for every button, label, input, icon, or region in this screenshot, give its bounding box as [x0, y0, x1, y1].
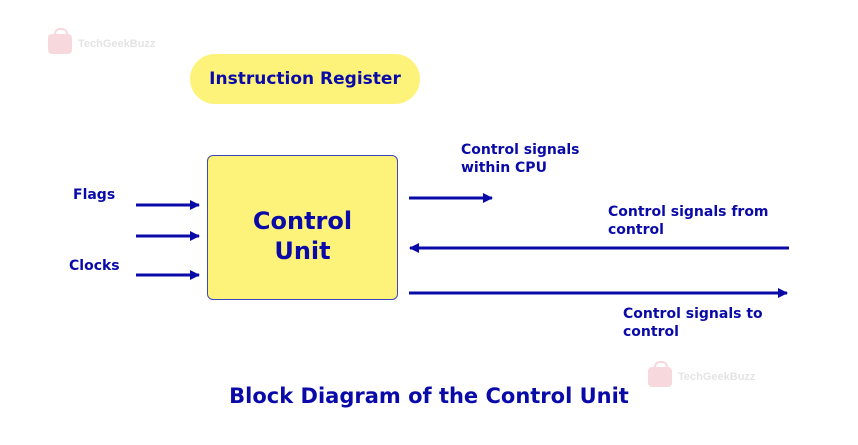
watermark-text: TechGeekBuzz	[678, 371, 756, 383]
techgeekbuzz-logo-icon	[648, 361, 672, 387]
within-cpu-label-line2: within CPU	[461, 160, 547, 176]
within-cpu-label-line1: Control signals	[461, 142, 580, 158]
to-control-label-line1: Control signals to	[623, 306, 763, 322]
control-unit-label: Control Unit	[207, 206, 398, 266]
to-control-label-line2: control	[623, 324, 679, 340]
techgeekbuzz-logo-icon	[48, 28, 72, 54]
watermark-top-left: TechGeekBuzz	[48, 28, 156, 54]
watermark-text: TechGeekBuzz	[78, 38, 156, 50]
flags-label: Flags	[73, 187, 116, 203]
instruction-register-block: Instruction Register	[190, 54, 420, 104]
to-control-label: Control signals to control	[623, 305, 763, 341]
control-unit-label-line2: Unit	[274, 237, 331, 265]
instruction-register-label: Instruction Register	[209, 69, 401, 89]
control-unit-block	[207, 155, 398, 300]
from-control-label-line2: control	[608, 222, 664, 238]
watermark-bottom-right: TechGeekBuzz	[648, 361, 756, 387]
diagram-caption: Block Diagram of the Control Unit	[229, 384, 629, 408]
clocks-label: Clocks	[69, 258, 120, 274]
control-unit-label-line1: Control	[252, 207, 353, 235]
from-control-label-line1: Control signals from	[608, 204, 769, 220]
from-control-label: Control signals from control	[608, 203, 769, 239]
within-cpu-label: Control signals within CPU	[461, 141, 579, 177]
